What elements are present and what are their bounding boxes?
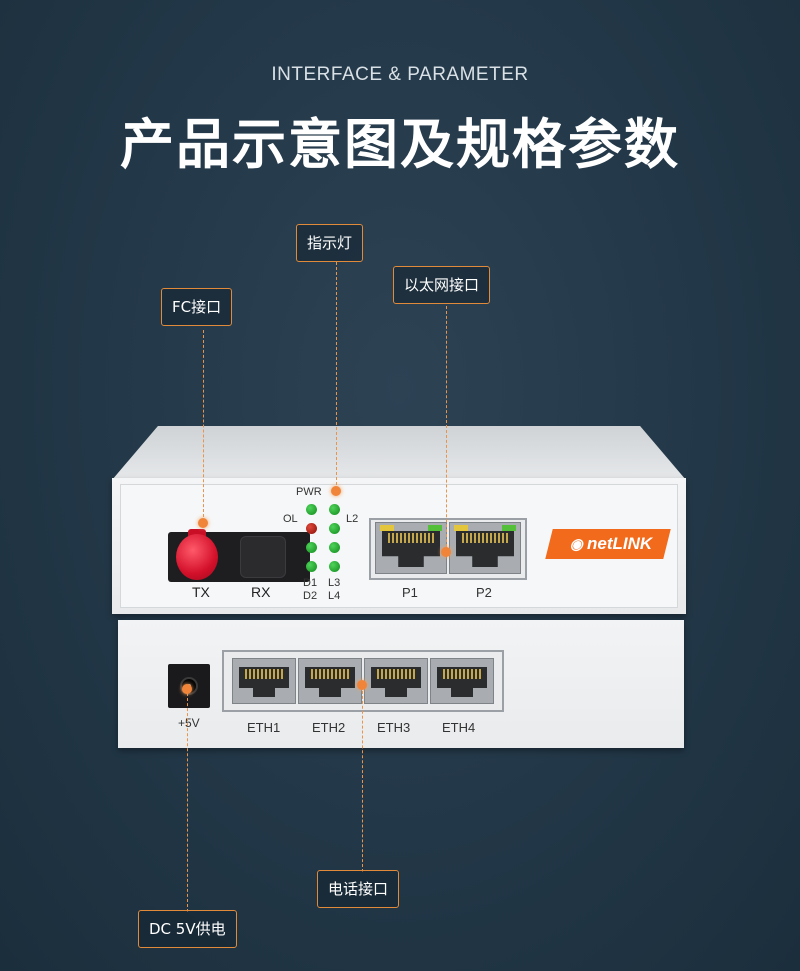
phone-marker-dot: [357, 680, 367, 690]
callout-power: DC 5V供电: [138, 910, 237, 948]
phone-port-eth3: [364, 658, 428, 704]
ethernet-leader-line: [446, 306, 447, 552]
led-label-l3: L3: [328, 577, 341, 589]
led-label-d2: D2: [303, 590, 318, 602]
power-marker-dot: [182, 684, 192, 694]
fc-tx-label: TX: [192, 584, 210, 600]
phone-leader-line: [362, 686, 363, 872]
led-d1: [306, 542, 317, 553]
led-ol: [306, 523, 317, 534]
indicator-marker-dot: [331, 486, 341, 496]
ethernet-port-p1: [375, 522, 447, 574]
ethernet-port-p2: [449, 522, 521, 574]
page-title: 产品示意图及规格参数: [120, 113, 680, 176]
port-label-p2: P2: [476, 585, 492, 600]
port-label-eth3: ETH3: [377, 720, 411, 735]
phone-port-eth4: [430, 658, 494, 704]
ethernet-marker-dot: [441, 547, 451, 557]
brand-swirl-icon: ◉: [569, 536, 588, 553]
callout-ethernet: 以太网接口: [393, 266, 491, 304]
indicator-leader-line: [336, 262, 337, 490]
phone-port-eth1: [232, 658, 296, 704]
led-l4: [329, 561, 340, 572]
port-label-eth1: ETH1: [247, 720, 281, 735]
led-pwr: [306, 504, 317, 515]
led-label-l2: L2: [346, 513, 359, 525]
led-label-d1: D1: [303, 577, 318, 589]
brand-name: netLINK: [587, 534, 653, 553]
led-label-l4: L4: [328, 590, 341, 602]
fc-marker-dot: [198, 518, 208, 528]
fc-rx-connector: [240, 536, 286, 578]
section-subtitle: INTERFACE & PARAMETER: [271, 64, 529, 85]
callout-phone: 电话接口: [317, 870, 400, 908]
callout-fc: FC接口: [161, 288, 233, 326]
phone-port-eth2: [298, 658, 362, 704]
led-label-pwr: PWR: [296, 486, 322, 498]
led-l2: [329, 523, 340, 534]
brand-logo-text: ◉ netLINK: [552, 531, 670, 557]
led-d2: [306, 561, 317, 572]
port-label-p1: P1: [402, 585, 418, 600]
led-l3: [329, 542, 340, 553]
led-label-ol: OL: [283, 513, 298, 525]
power-label: +5V: [178, 716, 200, 730]
fc-tx-connector: [176, 534, 218, 580]
fc-rx-label: RX: [251, 584, 271, 600]
power-leader-line: [187, 688, 188, 912]
fc-leader-line: [203, 330, 204, 522]
port-label-eth2: ETH2: [312, 720, 346, 735]
callout-indicator: 指示灯: [296, 224, 364, 262]
port-label-eth4: ETH4: [442, 720, 476, 735]
device-top-surface: [112, 426, 686, 480]
led-l1: [329, 504, 340, 515]
